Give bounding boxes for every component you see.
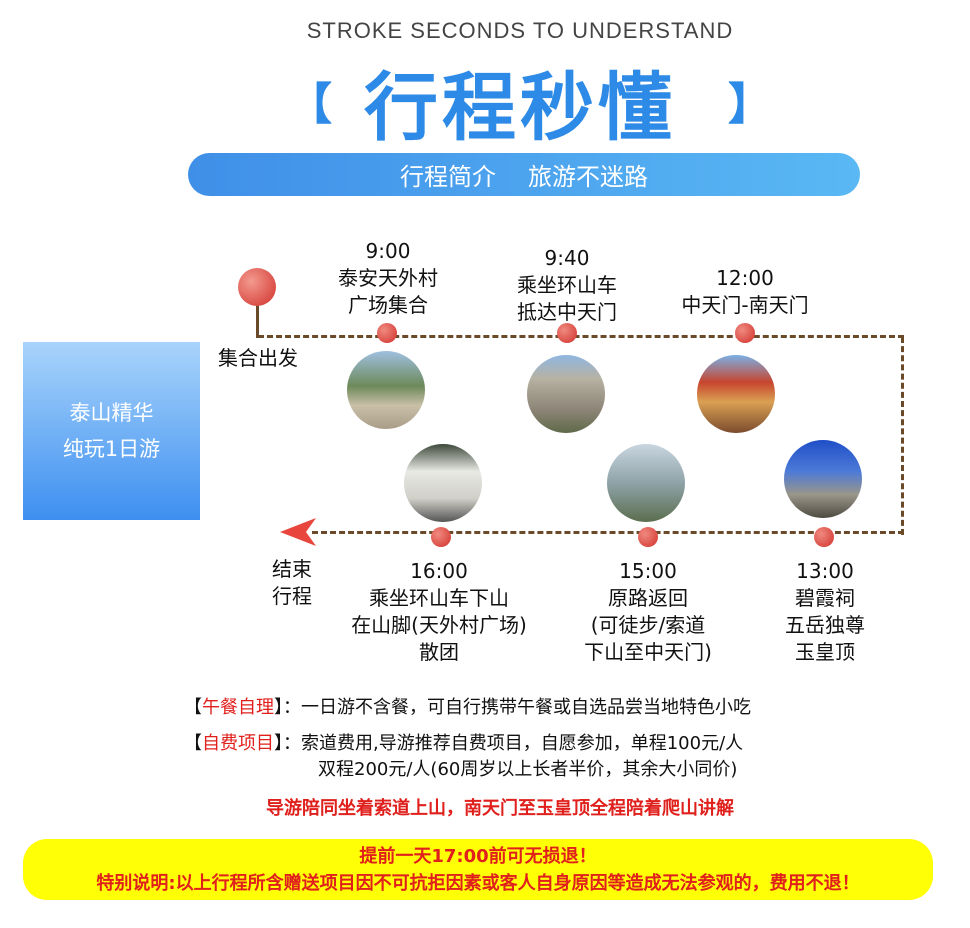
self-pay-note: 【自费项目】：索道费用,导游推荐自费项目，自愿参加，单程100元/人 [184, 733, 744, 754]
stop-time: 9:00 [365, 239, 411, 263]
stop-text: 散团 [419, 640, 459, 664]
stop-dot [557, 323, 577, 343]
stop-text: 碧霞祠 [795, 586, 855, 610]
end-label-line: 行程 [272, 584, 312, 608]
end-label-line: 结束 [272, 557, 312, 581]
stop-text: 中天门-南天门 [681, 293, 809, 317]
pill-right: 旅游不迷路 [528, 163, 648, 191]
route-bottom-line [312, 531, 904, 534]
start-pin [238, 268, 276, 306]
stop-dot [735, 323, 755, 343]
gate-photo [527, 355, 605, 433]
stop-3: 12:00 中天门-南天门 [660, 265, 830, 319]
stop-time: 13:00 [796, 559, 854, 583]
stop-6: 16:00 乘坐环山车下山 在山脚(天外村广场) 散团 [329, 558, 549, 666]
stop-text: 广场集合 [348, 293, 428, 317]
summit-photo [784, 440, 862, 518]
self-pay-tag: 自费项目 [202, 733, 274, 754]
route-top-line [258, 335, 904, 338]
route-right-line [901, 337, 904, 535]
stop-text: (可徒步/索道 [590, 613, 706, 637]
stop-dot [431, 527, 451, 547]
tour-box: 泰山精华 纯玩1日游 [23, 342, 200, 520]
intro-pill: 行程简介 旅游不迷路 [188, 153, 860, 196]
stop-time: 15:00 [619, 559, 677, 583]
page-title: 行程秒懂 [364, 65, 676, 151]
stop-text: 玉皇顶 [795, 640, 855, 664]
stop-text: 在山脚(天外村广场) [351, 613, 527, 637]
end-arrow-icon [280, 518, 316, 546]
stop-time: 16:00 [410, 559, 468, 583]
stop-2: 9:40 乘坐环山车 抵达中天门 [497, 245, 637, 326]
stop-text: 原路返回 [608, 586, 688, 610]
stop-text: 下山至中天门) [584, 640, 712, 664]
start-label: 集合出发 [218, 346, 298, 370]
stop-time: 9:40 [544, 246, 590, 270]
bus-photo [404, 444, 482, 522]
cable-car-photo [607, 444, 685, 522]
pill-left: 行程简介 [400, 163, 496, 191]
south-gate-photo [697, 355, 775, 433]
stop-5: 15:00 原路返回 (可徒步/索道 下山至中天门) [563, 558, 733, 666]
tour-name: 泰山精华 [69, 401, 154, 425]
stop-text: 乘坐环山车 [517, 273, 617, 297]
bracket-left: 【 [288, 79, 332, 130]
stop-dot [377, 323, 397, 343]
refund-line-2: 特别说明:以上行程所含赠送项目因不可抗拒因素或客人自身原因等造成无法参观的，费用… [96, 873, 860, 894]
end-label: 结束 行程 [272, 556, 312, 610]
stop-text: 乘坐环山车下山 [369, 586, 509, 610]
lunch-text: ：一日游不含餐，可自行携带午餐或自选品尝当地特色小吃 [283, 697, 751, 718]
plaza-photo [347, 351, 425, 429]
stop-1: 9:00 泰安天外村 广场集合 [318, 238, 458, 319]
refund-line-1: 提前一天17:00前可无损退！ [359, 846, 597, 867]
stop-4: 13:00 碧霞祠 五岳独尊 玉皇顶 [760, 558, 890, 666]
header-subtitle: STROKE SECONDS TO UNDERSTAND [306, 18, 734, 43]
stop-text: 五岳独尊 [785, 613, 865, 637]
refund-banner: 提前一天17:00前可无损退！ 特别说明:以上行程所含赠送项目因不可抗拒因素或客… [23, 839, 933, 900]
stop-time: 12:00 [716, 266, 774, 290]
stop-dot [814, 527, 834, 547]
guide-note: 导游陪同坐着索道上山，南天门至玉皇顶全程陪着爬山讲解 [266, 798, 734, 819]
bracket-right: 】 [728, 79, 772, 130]
lunch-tag: 午餐自理 [202, 697, 274, 718]
start-connector [256, 300, 259, 338]
self-pay-text: ：索道费用,导游推荐自费项目，自愿参加，单程100元/人 [283, 733, 744, 754]
self-pay-text-2: 双程200元/人(60周岁以上长者半价，其余大小同价) [318, 759, 738, 780]
tour-duration: 纯玩1日游 [62, 437, 161, 461]
lunch-note: 【午餐自理】：一日游不含餐，可自行携带午餐或自选品尝当地特色小吃 [184, 697, 751, 718]
stop-text: 抵达中天门 [517, 300, 617, 324]
stop-dot [638, 527, 658, 547]
stop-text: 泰安天外村 [338, 266, 438, 290]
